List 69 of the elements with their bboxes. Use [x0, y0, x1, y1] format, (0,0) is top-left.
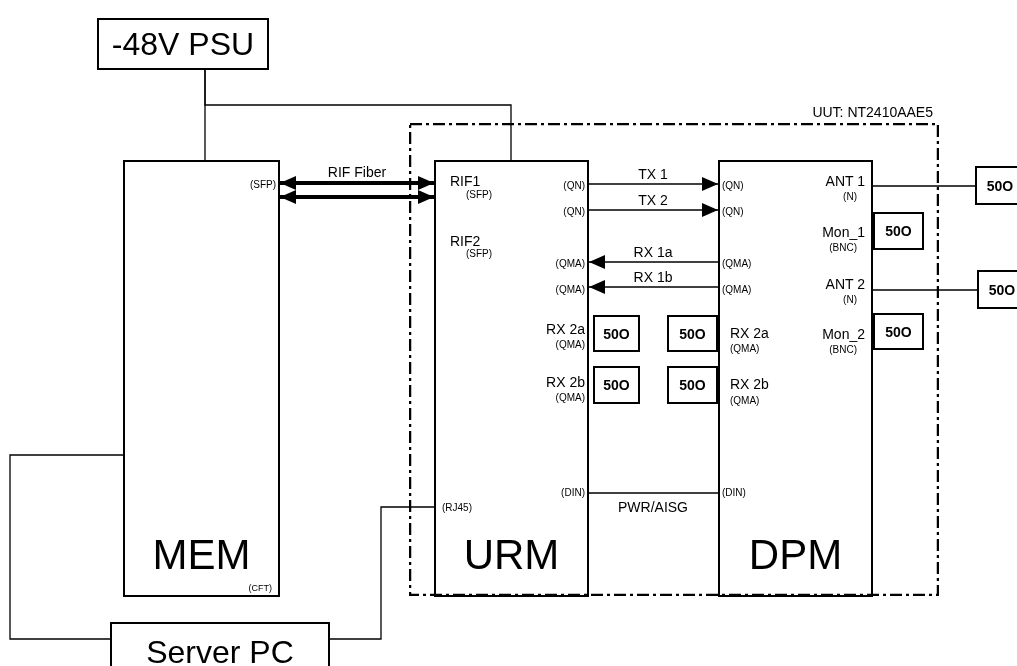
connector-type-label: (SFP)	[249, 180, 276, 190]
connection-line	[872, 185, 976, 187]
connector-type-label: (RJ45)	[442, 503, 472, 513]
port-label: (CFT)	[248, 584, 272, 593]
connector-type-label: (QMA)	[730, 396, 760, 406]
module-label: DPM	[747, 534, 844, 576]
connector-type-label: (QN)	[563, 207, 585, 217]
unit-under-test-boundary	[409, 105, 939, 596]
arrow	[280, 190, 434, 204]
port-label: RIF2	[450, 234, 481, 248]
connector-type-label: (QMA)	[722, 259, 752, 269]
connector-type-label: (N)	[843, 192, 857, 202]
connector-type-label: (BNC)	[829, 345, 857, 355]
edge-label: TX 2	[637, 193, 669, 207]
arrow	[588, 280, 719, 294]
connection-line	[329, 506, 435, 640]
module-box	[434, 160, 589, 597]
termination-box: 50O	[667, 366, 718, 404]
connector-type-label: (QMA)	[555, 285, 585, 295]
port-label: Mon_1	[822, 225, 865, 239]
termination-box: 50O	[667, 315, 718, 352]
connector-type-label: (SFP)	[466, 249, 493, 259]
termination-box: 50O	[873, 212, 924, 250]
port-label: Mon_2	[822, 327, 865, 341]
termination-box: 50O	[873, 313, 924, 350]
arrow	[588, 177, 719, 191]
connector-type-label: (SFP)	[466, 190, 493, 200]
port-label: RIF1	[450, 174, 481, 188]
port-label: RX 2b	[730, 377, 769, 391]
port-label: ANT 2	[825, 277, 865, 291]
boundary-heading: UUT: NT2410AAE5	[812, 105, 933, 119]
connector-type-label: (QMA)	[730, 344, 760, 354]
edge-label: PWR/AISG	[617, 500, 689, 514]
module-box	[123, 160, 280, 597]
termination-box: 50O	[975, 166, 1017, 205]
connector-type-label: (QN)	[722, 181, 744, 191]
connector-type-label: (BNC)	[829, 243, 857, 253]
module-label: MEM	[151, 534, 252, 576]
termination-box: 50O	[977, 270, 1017, 309]
computer-box: Server PC	[110, 622, 330, 666]
port-label: RX 2a	[546, 322, 585, 336]
edge-label: TX 1	[637, 167, 669, 181]
port-label: RX 2a	[730, 326, 769, 340]
termination-box: 50O	[593, 366, 640, 404]
edge-label: RIF Fiber	[326, 165, 388, 179]
edge-label: RX 1a	[632, 245, 674, 259]
connector-type-label: (DIN)	[722, 488, 746, 498]
connector-type-label: (QN)	[563, 181, 585, 191]
connector-type-label: (QMA)	[555, 393, 585, 403]
edge-label: RX 1b	[632, 270, 674, 284]
power-supply-box: -48V PSU	[97, 18, 269, 70]
arrow	[588, 203, 719, 217]
connection-line	[872, 289, 978, 291]
connection-line	[588, 492, 719, 494]
module-box	[718, 160, 873, 597]
connector-type-label: (QMA)	[555, 340, 585, 350]
port-label: ANT 1	[825, 174, 865, 188]
connector-type-label: (DIN)	[561, 488, 585, 498]
termination-box: 50O	[593, 315, 640, 352]
connection-line	[204, 69, 512, 161]
arrow	[280, 176, 434, 190]
module-label: URM	[462, 534, 561, 576]
arrow	[588, 255, 719, 269]
connector-type-label: (QMA)	[555, 259, 585, 269]
port-label: RX 2b	[546, 375, 585, 389]
connector-type-label: (QMA)	[722, 285, 752, 295]
connector-type-label: (QN)	[722, 207, 744, 217]
connection-line	[9, 454, 124, 640]
connector-type-label: (N)	[843, 295, 857, 305]
